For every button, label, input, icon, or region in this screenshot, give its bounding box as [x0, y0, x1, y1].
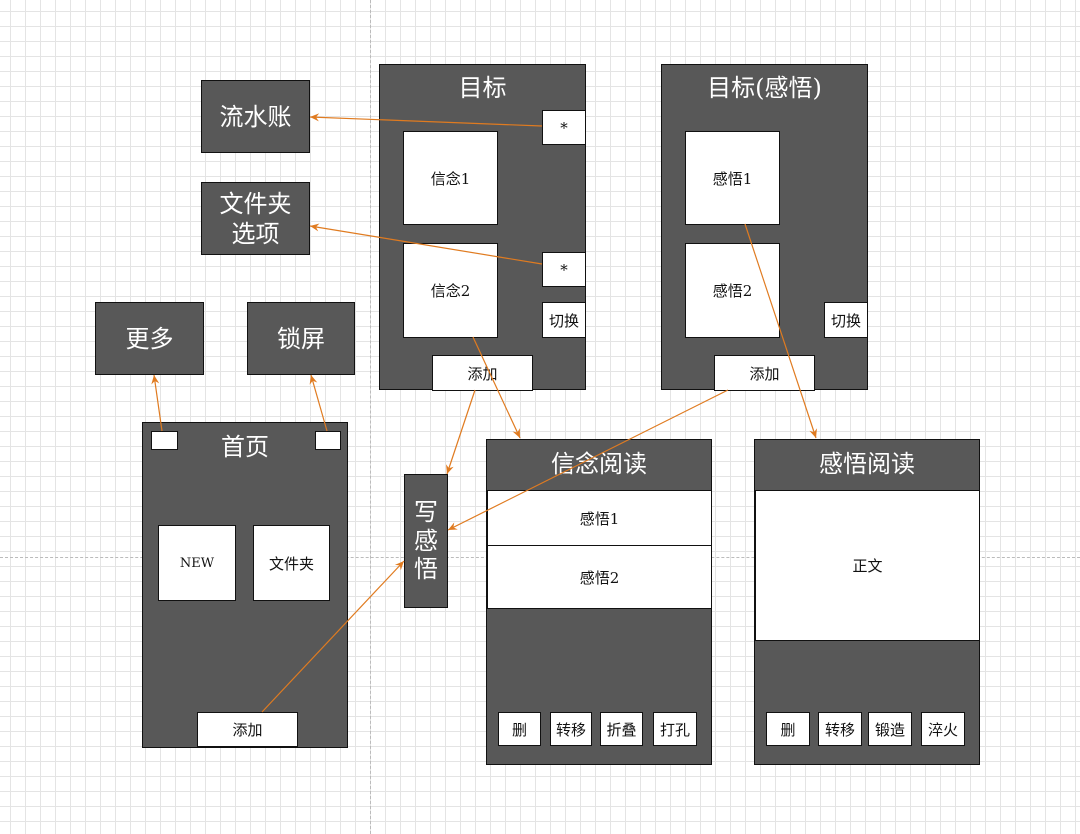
quench-button[interactable]: 淬火 — [921, 712, 965, 746]
goal-insight-switch-button[interactable]: 切换 — [824, 302, 868, 338]
move-button[interactable]: 转移 — [550, 712, 592, 746]
folder-options-node[interactable]: 文件夹 选项 — [201, 182, 310, 255]
forge-button[interactable]: 锻造 — [868, 712, 912, 746]
home-screen: 首页 NEW 文件夹 添加 — [142, 422, 348, 748]
goal-insight-screen: 目标(感悟) 感悟1 感悟2 切换 添加 — [661, 64, 868, 391]
more-button[interactable] — [151, 431, 178, 450]
ledger-node[interactable]: 流水账 — [201, 80, 310, 153]
delete-button[interactable]: 删 — [498, 712, 541, 746]
home-title: 首页 — [221, 433, 269, 461]
lock-screen-button[interactable] — [315, 431, 341, 450]
home-add-button[interactable]: 添加 — [197, 712, 298, 747]
insight-read-title: 感悟阅读 — [819, 450, 915, 478]
folder-options-label: 文件夹 选项 — [219, 189, 292, 248]
lock-screen-node[interactable]: 锁屏 — [247, 302, 355, 375]
insight-card-2[interactable]: 感悟2 — [685, 243, 780, 338]
write-insight-node[interactable]: 写 感 悟 — [404, 474, 448, 608]
insight-read-screen: 感悟阅读 正文 删 转移 锻造 淬火 — [754, 439, 980, 765]
folder-button[interactable]: 文件夹 — [253, 525, 330, 601]
goal-insight-title: 目标(感悟) — [707, 74, 822, 102]
ledger-label: 流水账 — [219, 102, 292, 131]
goal-add-button[interactable]: 添加 — [432, 355, 533, 391]
punch-button[interactable]: 打孔 — [653, 712, 697, 746]
goal-screen: 目标 * 信念1 信念2 * 切换 添加 — [379, 64, 586, 391]
new-button[interactable]: NEW — [158, 525, 236, 601]
body-text-area[interactable]: 正文 — [755, 490, 980, 641]
insight-row-1[interactable]: 感悟1 — [487, 490, 712, 546]
belief-card-2[interactable]: 信念2 — [403, 243, 498, 338]
page-break-vertical — [370, 0, 371, 834]
goal-switch-button[interactable]: 切换 — [542, 302, 586, 338]
goal-star-button-1[interactable]: * — [542, 110, 586, 145]
write-insight-label: 写 感 悟 — [414, 497, 438, 584]
lock-screen-label: 锁屏 — [277, 324, 325, 353]
goal-insight-add-button[interactable]: 添加 — [714, 355, 815, 391]
move-button[interactable]: 转移 — [818, 712, 862, 746]
more-label: 更多 — [125, 324, 174, 353]
goal-star-button-2[interactable]: * — [542, 252, 586, 287]
arrow-goal-add-to-write — [446, 389, 476, 475]
belief-read-screen: 信念阅读 感悟1 感悟2 删 转移 折叠 打孔 — [486, 439, 712, 765]
goal-title: 目标 — [458, 74, 507, 102]
delete-button[interactable]: 删 — [766, 712, 810, 746]
insight-card-1[interactable]: 感悟1 — [685, 131, 780, 225]
insight-row-2[interactable]: 感悟2 — [487, 545, 712, 609]
fold-button[interactable]: 折叠 — [600, 712, 643, 746]
belief-read-title: 信念阅读 — [551, 450, 647, 478]
more-node[interactable]: 更多 — [95, 302, 204, 375]
belief-card-1[interactable]: 信念1 — [403, 131, 498, 225]
